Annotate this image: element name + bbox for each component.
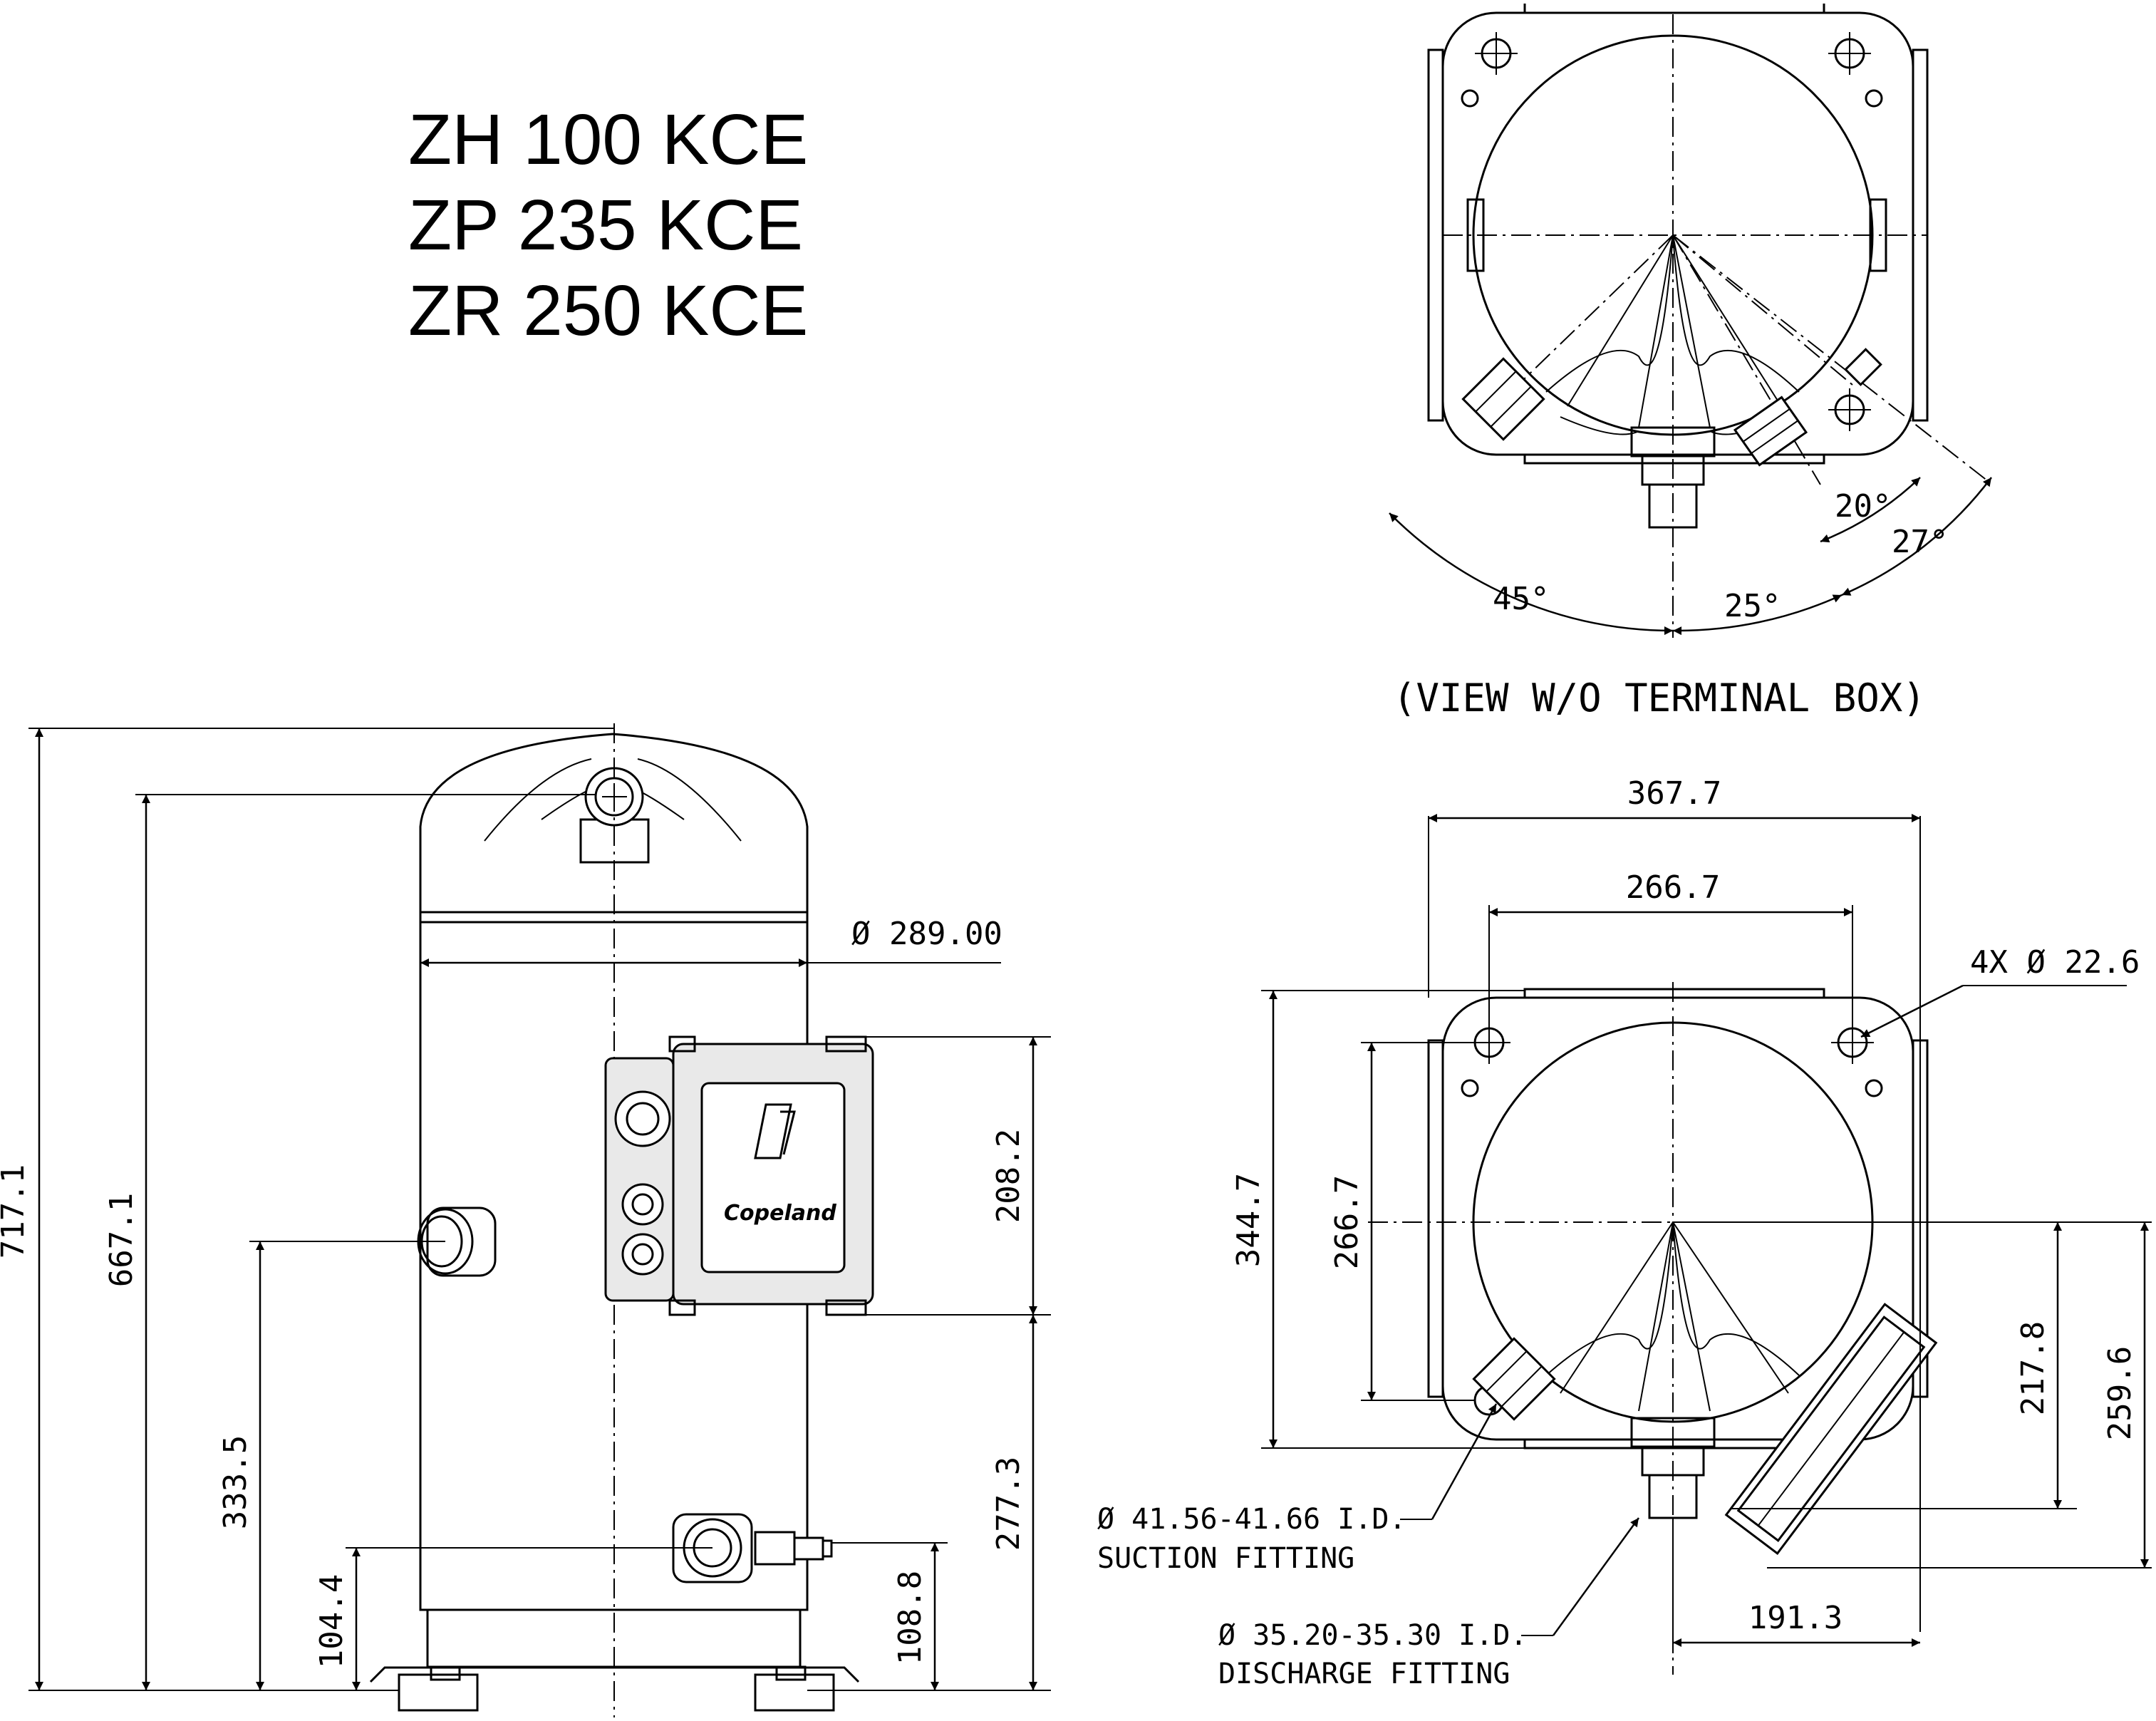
model-titles: ZH 100 KCE ZP 235 KCE ZR 250 KCE bbox=[408, 100, 808, 351]
terminal-box: Copeland bbox=[604, 1035, 874, 1316]
top-view-internal bbox=[1503, 234, 1989, 485]
dim-oil-fitting: 108.8 bbox=[892, 1571, 928, 1665]
dim-depth-overall: 344.7 bbox=[1230, 1173, 1267, 1267]
dim-box-offset-a: 217.8 bbox=[2015, 1321, 2051, 1415]
dim-suction-height: 333.5 bbox=[217, 1435, 254, 1529]
brand-label: Copeland bbox=[724, 1201, 836, 1226]
suction-size-label: Ø 41.56-41.66 I.D. bbox=[1097, 1503, 1406, 1536]
suction-fitting-label: SUCTION FITTING bbox=[1097, 1542, 1354, 1575]
angle-25-label: 25° bbox=[1724, 588, 1781, 624]
dim-overall-height: 717.1 bbox=[0, 1164, 31, 1259]
plan-view: 367.7 266.7 4X Ø 22.6 344.7 266.7 bbox=[1097, 775, 2152, 1690]
dim-diameter: Ø 289.00 bbox=[851, 916, 1002, 952]
side-view: Copeland 717.1 667.1 333.5 104.4 Ø 289.0… bbox=[0, 723, 1051, 1717]
copeland-logo-icon bbox=[754, 1103, 796, 1159]
view-caption: (VIEW W/O TERMINAL BOX) bbox=[1393, 676, 1926, 720]
plan-view-suction-fitting bbox=[1472, 1337, 1556, 1421]
top-view-rail bbox=[1523, 453, 1825, 465]
model-title-2: ZP 235 KCE bbox=[408, 185, 803, 265]
top-view-suction-fitting bbox=[1461, 357, 1545, 441]
side-view-dome bbox=[419, 733, 809, 912]
model-title-3: ZR 250 KCE bbox=[408, 271, 808, 351]
dim-box-offset-b: 259.6 bbox=[2102, 1346, 2138, 1440]
discharge-fitting-label: DISCHARGE FITTING bbox=[1218, 1658, 1510, 1690]
top-view: 45° 25° 20° 27° (VIEW W/O TERMINAL BOX) bbox=[1389, 4, 1992, 720]
dim-width-overall: 367.7 bbox=[1627, 775, 1721, 812]
side-view-feet bbox=[369, 1665, 860, 1712]
dim-terminal-box: 208.2 bbox=[990, 1129, 1027, 1223]
plan-dimensions: 367.7 266.7 4X Ø 22.6 344.7 266.7 bbox=[1230, 775, 2152, 1653]
fitting-callouts: Ø 41.56-41.66 I.D. SUCTION FITTING Ø 35.… bbox=[1097, 1403, 1640, 1690]
plan-view-terminal-box bbox=[1724, 1303, 1938, 1555]
discharge-size-label: Ø 35.20-35.30 I.D. bbox=[1218, 1619, 1527, 1652]
angle-45-label: 45° bbox=[1493, 581, 1549, 617]
top-view-oil-fitting bbox=[1733, 396, 1808, 467]
suction-fitting-side bbox=[417, 1206, 497, 1277]
dim-top-fitting: 667.1 bbox=[103, 1193, 140, 1287]
angle-27-label: 27° bbox=[1892, 524, 1948, 560]
dim-width-holes: 266.7 bbox=[1626, 869, 1720, 906]
side-dimensions: 717.1 667.1 333.5 104.4 Ø 289.00 208.2 bbox=[0, 728, 1051, 1691]
dim-low-fitting: 104.4 bbox=[313, 1574, 350, 1668]
dim-discharge-offset: 191.3 bbox=[1748, 1600, 1843, 1636]
angle-20-label: 20° bbox=[1835, 488, 1891, 524]
dim-mount-holes: 4X Ø 22.6 bbox=[1970, 944, 2140, 981]
dim-depth-holes: 266.7 bbox=[1329, 1175, 1365, 1269]
dim-box-bottom: 277.3 bbox=[990, 1457, 1027, 1551]
model-title-1: ZH 100 KCE bbox=[408, 100, 808, 180]
